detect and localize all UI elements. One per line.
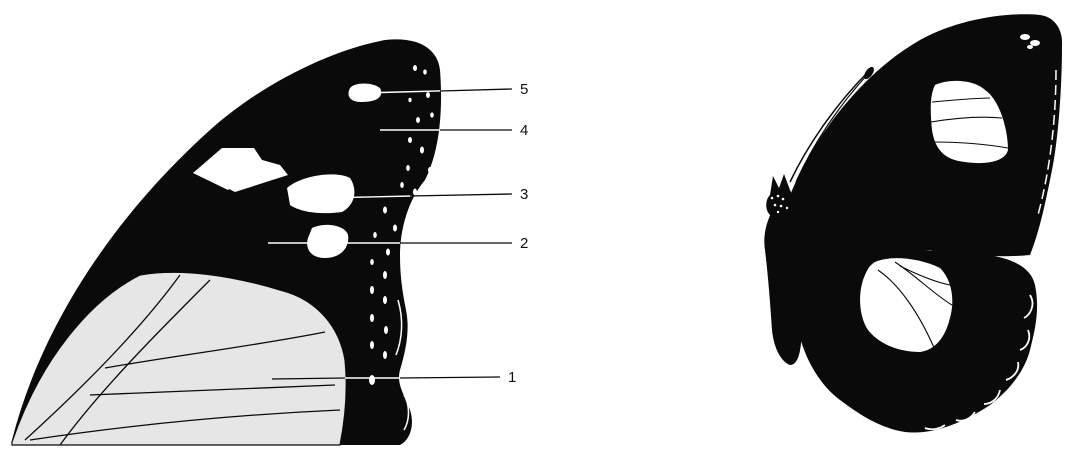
butterfly-side-view [764, 14, 1062, 432]
head [766, 174, 793, 215]
forewing-detail [12, 39, 441, 445]
callout-label-3: 3 [520, 186, 528, 203]
callout-label-1: 1 [508, 369, 516, 386]
pale-inner-field [12, 272, 346, 445]
callout-label-4: 4 [520, 122, 528, 139]
callout-labels: 5 4 3 2 1 [508, 81, 528, 386]
callout-label-2: 2 [520, 235, 528, 252]
callout-label-5: 5 [520, 81, 528, 98]
side-forewing [785, 14, 1062, 260]
